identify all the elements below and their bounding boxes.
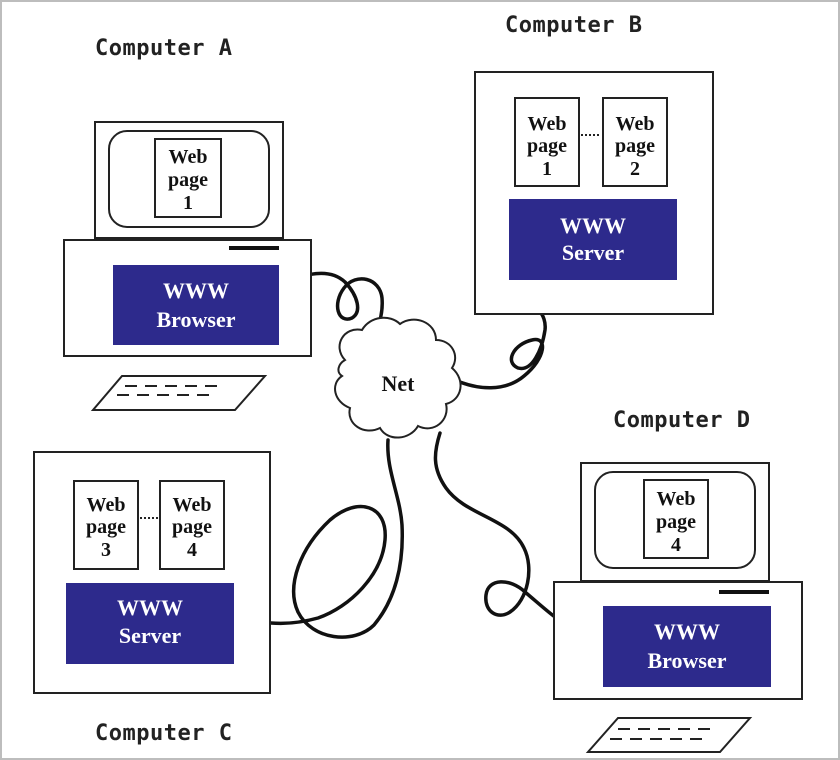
keyboard-icon <box>585 717 753 753</box>
disk-drive-slot <box>229 246 279 250</box>
computer-d-label: Computer D <box>613 408 750 433</box>
web-page-3: Web page 3 <box>73 480 139 570</box>
program-label: Browser <box>156 307 235 332</box>
cable-a <box>276 271 384 352</box>
computer-d: Computer D Web page 4 WWW Browser <box>553 408 803 753</box>
web-page-label: page <box>86 516 126 538</box>
web-page-number: 2 <box>630 158 640 180</box>
program-box <box>113 265 279 345</box>
cable-c <box>269 438 405 639</box>
web-page-label: Web <box>87 494 126 516</box>
web-page-4: Web page 4 <box>643 479 709 559</box>
web-page-number: 4 <box>187 539 197 561</box>
cloud-shape <box>334 316 462 439</box>
web-page-4: Web page 4 <box>159 480 225 570</box>
program-label: WWW <box>163 278 229 303</box>
www-server-box: WWW Server <box>66 583 234 664</box>
computer-b: Computer B Web page 1 Web page 2 WWW Ser… <box>474 13 714 315</box>
web-page-label: Web <box>657 488 696 510</box>
web-page-label: page <box>656 511 696 533</box>
program-box <box>509 199 677 280</box>
computer-c-label: Computer C <box>95 721 232 746</box>
web-page-number: 3 <box>101 539 111 561</box>
program-label: WWW <box>654 619 720 644</box>
web-page-label: Web <box>173 494 212 516</box>
www-server-box: WWW Server <box>509 199 677 280</box>
network-cables <box>269 271 557 639</box>
web-page-label: Web <box>169 146 208 168</box>
computer-a: Computer A Web page 1 WWW Browser <box>63 36 312 411</box>
computer-c: Computer C Web page 3 Web page 4 WWW Ser… <box>33 451 271 746</box>
program-label: WWW <box>117 595 183 620</box>
web-page-1: Web page 1 <box>154 138 222 218</box>
program-label: Server <box>562 240 625 265</box>
web-page-label: page <box>168 169 208 191</box>
computer-b-label: Computer B <box>505 13 642 38</box>
web-page-number: 1 <box>542 158 552 180</box>
www-browser-box: WWW Browser <box>113 265 279 345</box>
web-page-label: Web <box>616 113 655 135</box>
program-label: Server <box>119 623 182 648</box>
program-box <box>66 583 234 664</box>
computer-a-label: Computer A <box>95 36 232 61</box>
disk-drive-slot <box>719 590 769 594</box>
web-page-label: page <box>527 135 567 157</box>
web-page-1: Web page 1 <box>514 97 580 187</box>
www-browser-box: WWW Browser <box>603 606 771 687</box>
web-page-number: 1 <box>183 192 193 214</box>
cable-d <box>433 431 557 619</box>
web-page-2: Web page 2 <box>602 97 668 187</box>
cable-b <box>453 310 547 390</box>
web-page-label: Web <box>528 113 567 135</box>
program-box <box>603 606 771 687</box>
net-cloud: Net <box>334 316 462 439</box>
net-label: Net <box>382 371 416 396</box>
keyboard-icon <box>90 375 268 411</box>
web-page-label: page <box>172 516 212 538</box>
program-label: Browser <box>647 648 726 673</box>
program-label: WWW <box>560 213 626 238</box>
web-page-number: 4 <box>671 534 681 556</box>
web-page-label: page <box>615 135 655 157</box>
